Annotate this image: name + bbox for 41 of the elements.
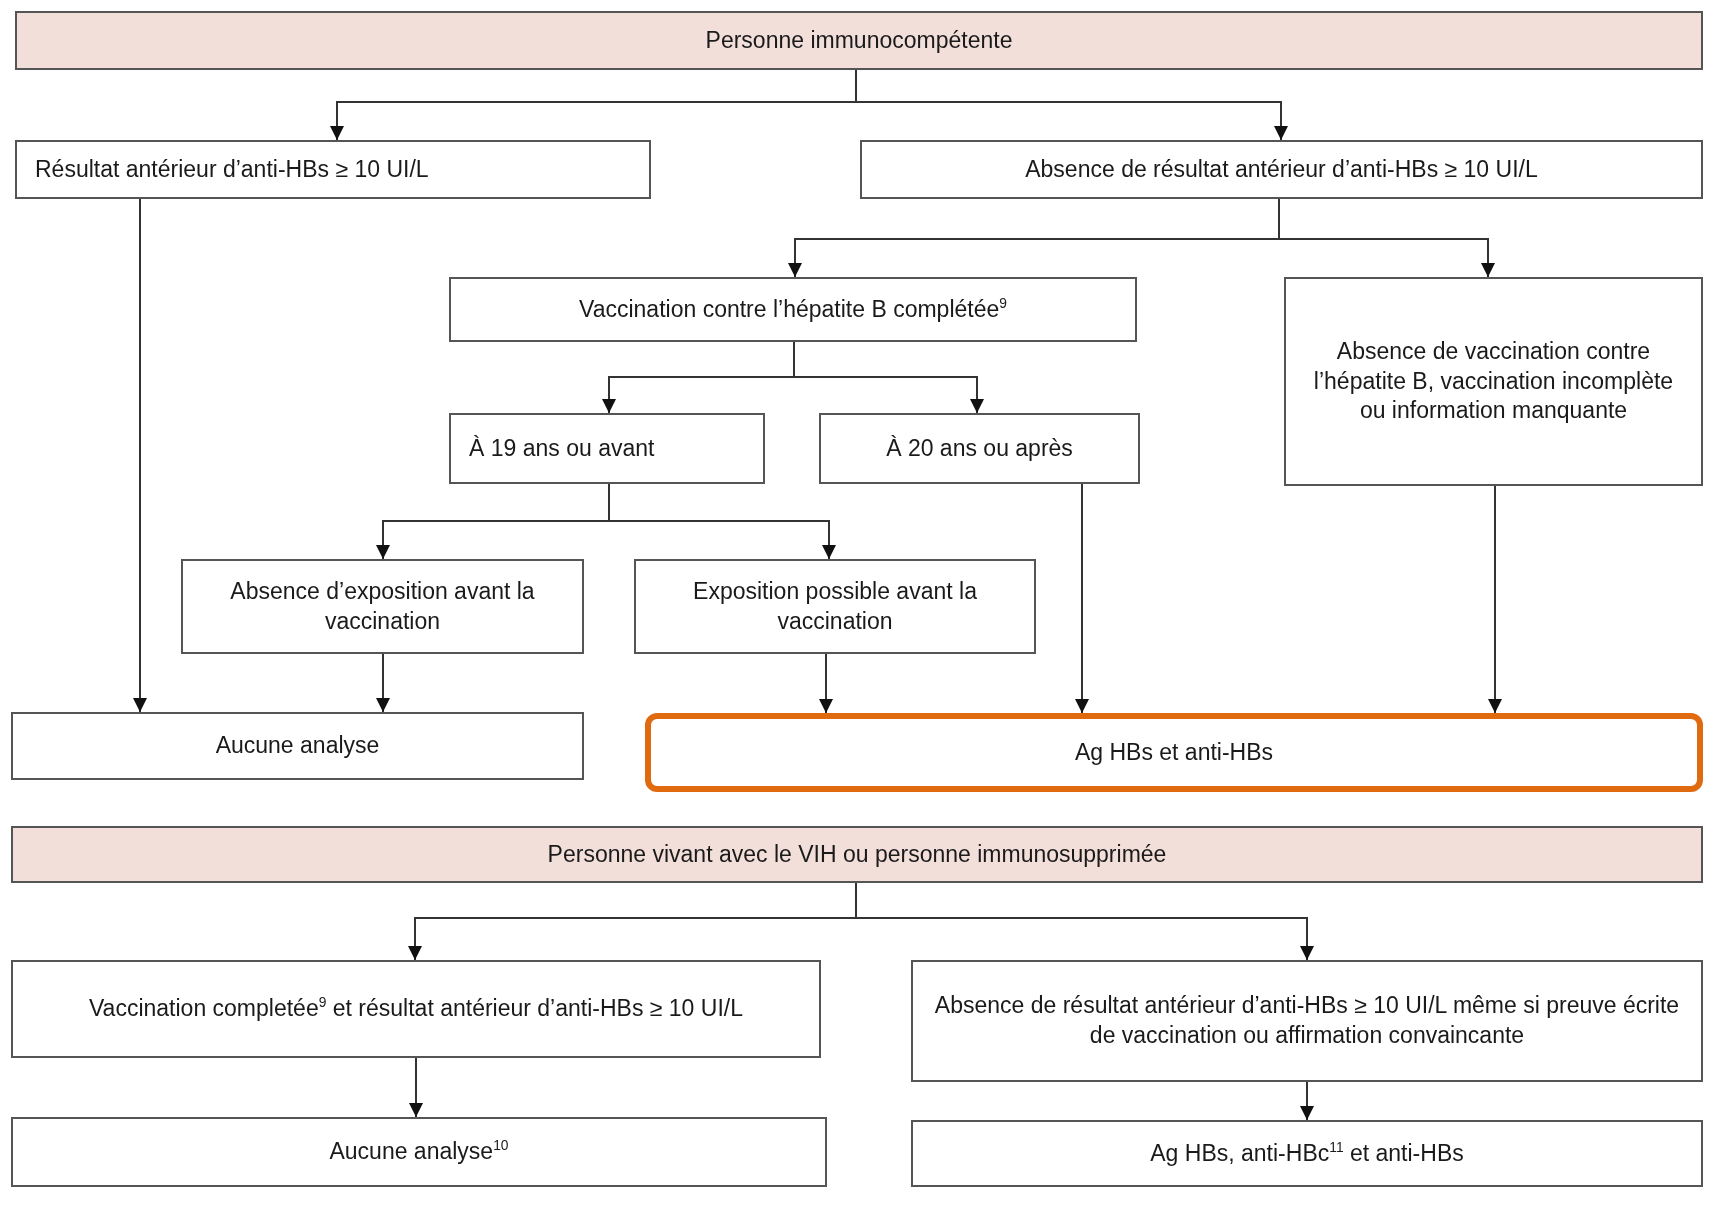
process-box — [911, 960, 1703, 1082]
process-box — [860, 140, 1703, 199]
arrow — [409, 1057, 423, 1118]
arrow — [1300, 1081, 1314, 1121]
box-text: Absence de résultat antérieur d’anti-HBs ≥ 10 UI/L même si preuve écrite de vaccination ou affirmation convaincante — [933, 991, 1681, 1050]
arrow — [1075, 483, 1089, 714]
box-text: Aucune analyse$^{10}$ — [329, 1137, 509, 1167]
box-text: Ag HBs et anti-HBs — [1074, 737, 1274, 767]
highlighted-box — [645, 713, 1703, 792]
process-box — [15, 140, 651, 199]
box-text: Absence d’exposition avant la vaccination — [229, 576, 536, 636]
box-text: Résultat antérieur d’anti-HBs ≥ 10 UI/L — [35, 154, 429, 184]
process-box — [181, 559, 584, 654]
arrow — [133, 198, 147, 713]
process-box — [449, 413, 765, 484]
box-text: Exposition possible avant la vaccination — [692, 576, 978, 636]
process-box — [449, 277, 1137, 342]
arrow — [1278, 198, 1495, 278]
arrow — [1488, 485, 1502, 714]
box-text: Absence de vaccination contre l’hépatite B, vaccination incomplète ou information manquante — [1312, 336, 1675, 426]
box-text: À 19 ans ou avant — [469, 433, 655, 463]
process-box — [634, 559, 1036, 654]
process-box — [11, 1117, 827, 1187]
header-box — [15, 11, 1703, 70]
process-box — [1284, 277, 1703, 486]
arrow — [819, 653, 833, 714]
process-box — [911, 1120, 1703, 1187]
arrow — [608, 483, 836, 560]
box-text: Vaccination contre l’hépatite B complétée$^{9}$ — [579, 294, 1007, 324]
process-box — [819, 413, 1140, 484]
process-box — [11, 960, 821, 1058]
box-text: Vaccination completée$^{9}$ et résultat antérieur d’anti-HBs ≥ 10 UI/L — [89, 994, 743, 1024]
box-text: Personne immunocompétente — [705, 25, 1013, 55]
header-box — [11, 826, 1703, 883]
arrow — [376, 653, 390, 713]
box-text: Absence de résultat antérieur d’anti-HBs ≥ 10 UI/L — [1025, 154, 1538, 184]
box-text: À 20 ans ou après — [886, 433, 1073, 463]
box-text: Ag HBs, anti-HBc$^{11}$ et anti-HBs — [1150, 1138, 1464, 1168]
process-box — [11, 712, 584, 780]
box-text: Personne vivant avec le VIH ou personne immunosupprimée — [547, 839, 1167, 869]
box-text: Aucune analyse — [215, 731, 380, 761]
